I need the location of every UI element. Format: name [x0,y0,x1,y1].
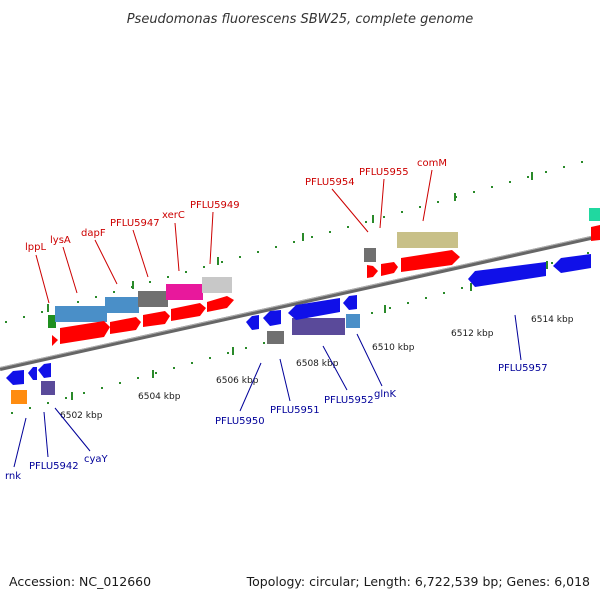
gene-feature-comM[interactable] [397,232,458,248]
gene-label-cyaY[interactable]: cyaY [84,454,109,465]
gene-label-glnK[interactable]: glnK [374,389,396,400]
gene-arrow[interactable] [52,335,58,346]
gene-label-rnk[interactable]: rnk [5,471,21,482]
kbp-tick-label: 6508 kbp [296,359,339,369]
gene-label-PFLU5954[interactable]: PFLU5954 [305,177,355,188]
kbp-tick-label: 6504 kbp [138,392,181,402]
gene-arrow[interactable] [6,370,24,385]
gene-arrow[interactable] [171,303,206,321]
reverse-gene-arrows [6,254,591,385]
gene-feature-PFLU5949[interactable] [202,277,232,293]
gene-arrow[interactable] [246,315,259,330]
gene-label-PFLU5949[interactable]: PFLU5949 [190,200,240,211]
genome-backbone-highlight [0,234,600,368]
gene-feature-dapF[interactable] [105,297,139,313]
gene-arrow[interactable] [143,311,170,327]
gene-arrow[interactable] [288,298,340,320]
gene-feature-PFLU5954[interactable] [364,248,376,262]
kbp-tick-label: 6512 kbp [451,329,494,339]
tick-track-upper [5,161,583,323]
accession-text: Accession: NC_012660 [9,574,151,589]
bottom-leader-lines [13,314,522,468]
top-leader-lines [35,169,433,304]
gene-arrow[interactable] [591,225,600,241]
genome-summary-text: Topology: circular; Length: 6,722,539 bp… [246,574,590,589]
gene-arrow[interactable] [381,262,398,276]
gene-arrow[interactable] [28,367,37,380]
gene-label-dapF[interactable]: dapF [81,228,106,239]
gene-feature-lppL[interactable] [48,315,56,328]
gene-label-PFLU5942[interactable]: PFLU5942 [29,461,79,472]
gene-feature-edge[interactable] [589,208,600,221]
map-title: Pseudomonas fluorescens SBW25, complete … [127,12,474,27]
kbp-tick-label: 6514 kbp [531,315,574,325]
gene-feature-PFLU5952[interactable] [292,318,345,335]
gene-arrow[interactable] [468,262,546,287]
gene-label-lppL[interactable]: lppL [25,242,46,253]
gene-feature-glnK[interactable] [346,314,360,328]
gene-label-comM[interactable]: comM [417,158,447,169]
gene-feature-rnk[interactable] [11,390,27,404]
gene-feature-lysA[interactable] [55,306,107,322]
gene-feature-PFLU5950[interactable] [267,331,284,344]
gene-arrow[interactable] [367,265,378,278]
gene-arrow[interactable] [38,363,51,378]
gene-label-PFLU5955[interactable]: PFLU5955 [359,167,409,178]
kbp-tick-label: 6506 kbp [216,376,259,386]
gene-feature-PFLU5947[interactable] [138,291,168,307]
gene-arrow[interactable] [401,250,460,272]
gene-arrow[interactable] [263,310,281,326]
gene-label-PFLU5947[interactable]: PFLU5947 [110,218,160,229]
gene-feature-xerC[interactable] [166,284,203,300]
forward-gene-arrows [52,225,600,346]
genome-backbone [0,234,600,371]
gene-arrow[interactable] [110,317,141,334]
gene-label-lysA[interactable]: lysA [50,235,71,246]
kbp-tick-label: 6510 kbp [372,343,415,353]
kbp-tick-label: 6502 kbp [60,411,103,421]
gene-label-PFLU5957[interactable]: PFLU5957 [498,363,548,374]
gene-arrow[interactable] [60,321,110,344]
gene-arrow[interactable] [553,254,591,273]
gene-label-PFLU5950[interactable]: PFLU5950 [215,416,265,427]
gene-label-PFLU5952[interactable]: PFLU5952 [324,395,374,406]
gene-feature-PFLU5942[interactable] [41,381,55,395]
gene-arrow[interactable] [207,296,234,312]
gene-arrow[interactable] [343,295,357,310]
gene-label-PFLU5951[interactable]: PFLU5951 [270,405,320,416]
gene-label-xerC[interactable]: xerC [162,210,185,221]
